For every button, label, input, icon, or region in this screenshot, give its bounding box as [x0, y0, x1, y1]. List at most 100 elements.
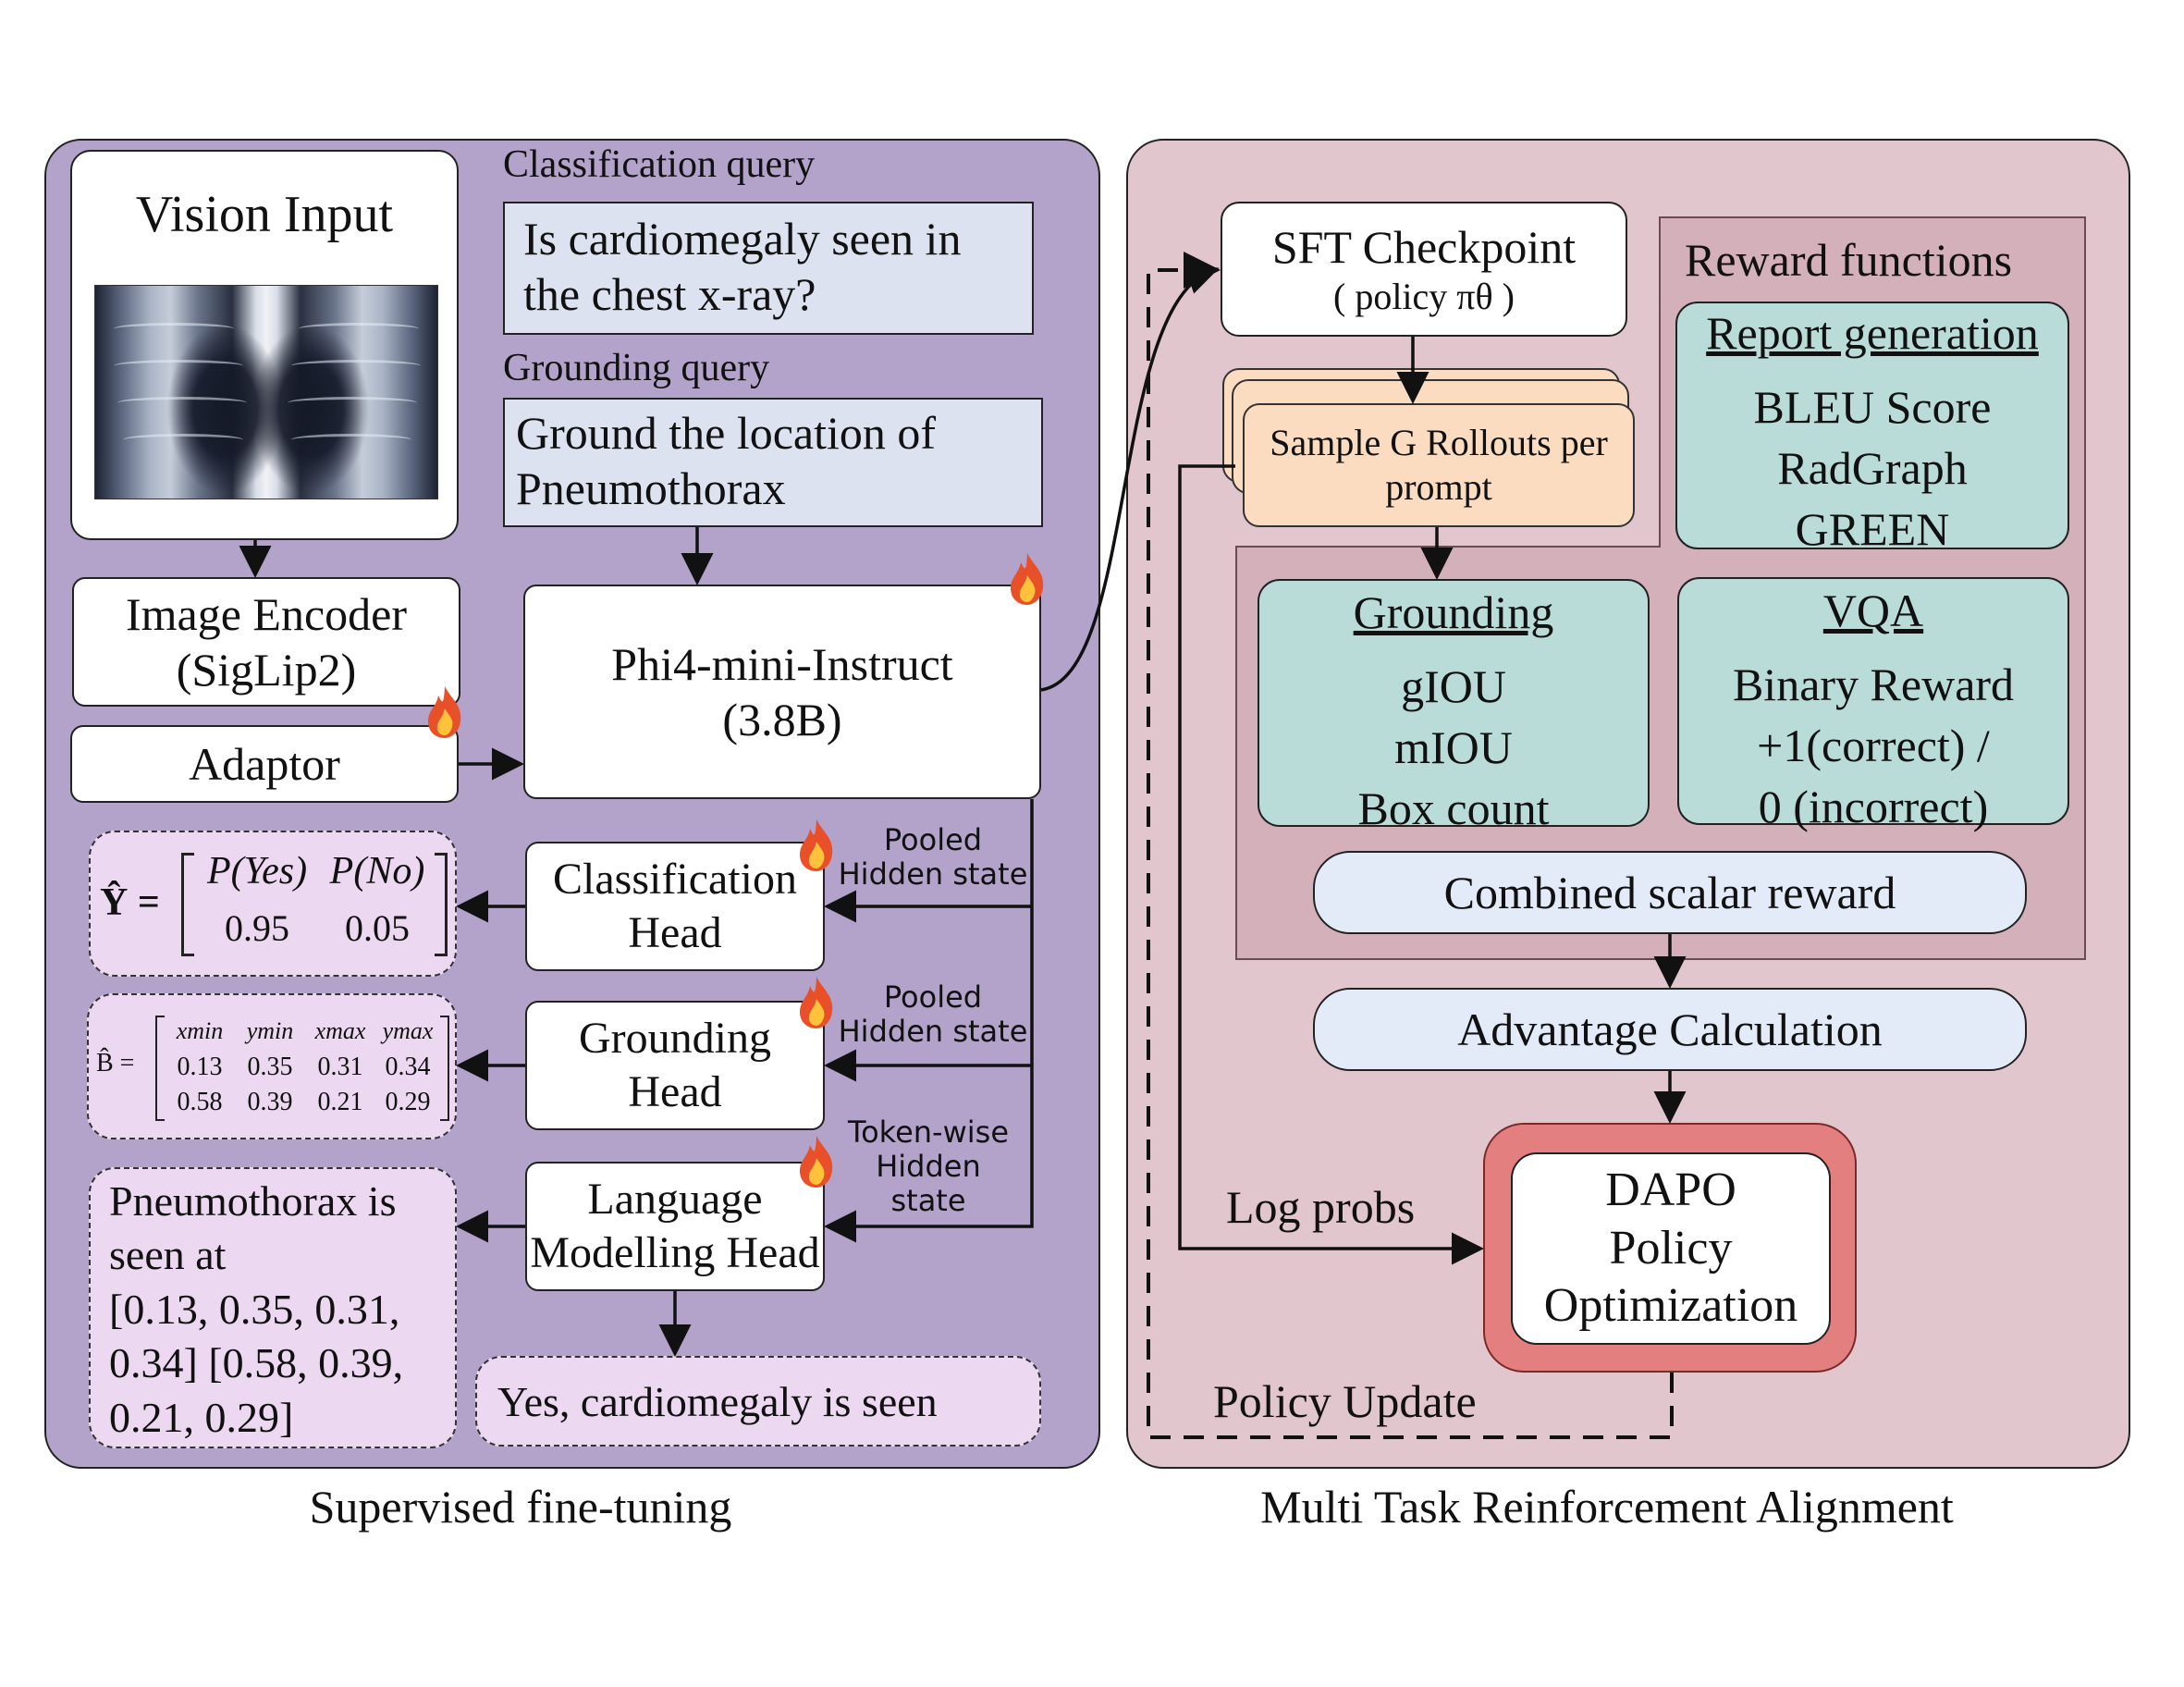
flame-icon-lm-head [800, 1136, 833, 1188]
pooled-hidden-label-2: Pooled Hidden state [838, 979, 1028, 1049]
dapo-line-3: Optimization [1543, 1279, 1798, 1333]
rollout-box: Sample G Rollouts per prompt [1243, 403, 1635, 527]
rl-caption: Multi Task Reinforcement Alignment [1260, 1481, 1954, 1533]
sft-checkpoint-box: SFT Checkpoint ( policy πθ ) [1221, 202, 1627, 337]
dapo-box: DAPO Policy Optimization [1511, 1152, 1831, 1345]
reward-functions-title: Reward functions [1685, 234, 2013, 286]
grounding-output-line-5: 0.21, 0.29] [109, 1393, 294, 1441]
classification-output-box: Ŷ = P(Yes) P(No) 0.95 0.05 [89, 831, 457, 977]
b-hat-r2c4: 0.29 [385, 1088, 431, 1116]
hidden-state-trunk [824, 799, 1034, 1243]
arrow-llm-to-sft-checkpoint [1040, 263, 1220, 692]
b-hat-bracket-right [440, 1016, 449, 1121]
grounding-head-line-1: Grounding [579, 1014, 771, 1064]
flame-icon-llm [1011, 553, 1044, 605]
y-hat-head-yes: P(Yes) [206, 850, 308, 893]
b-hat-head-ymax: ymax [382, 1017, 434, 1044]
b-hat-r1c1: 0.13 [177, 1053, 223, 1081]
b-hat-r2c2: 0.39 [247, 1088, 293, 1116]
grounding-output-line-1: Pneumothorax is [109, 1177, 397, 1225]
image-encoder-line-1: Image Encoder [125, 588, 407, 640]
report-generation-box: Report generation BLEU Score RadGraph GR… [1675, 302, 2069, 555]
report-item-green: GREEN [1795, 503, 1950, 555]
b-hat-bracket-left [155, 1016, 165, 1121]
token-wise-hidden-label: Token-wise Hidden state [847, 1114, 1009, 1218]
vqa-reward-box: VQA Binary Reward +1(correct) / 0 (incor… [1677, 577, 2069, 832]
y-hat-bracket-left [181, 853, 194, 956]
b-hat-head-xmax: xmax [314, 1017, 366, 1044]
grounding-item-box-count: Box count [1357, 782, 1550, 834]
advantage-calculation-label: Advantage Calculation [1457, 1004, 1883, 1055]
policy-update-label: Policy Update [1213, 1375, 1477, 1427]
rollout-line-2: prompt [1385, 466, 1492, 508]
grounding-query-line-1: Ground the location of [516, 407, 937, 459]
y-hat-head-no: P(No) [329, 850, 425, 893]
classification-query-line-1: Is cardiomegaly seen in [523, 213, 962, 265]
classification-query-box: Is cardiomegaly seen in the chest x-ray? [503, 202, 1034, 335]
vqa-output-box: Yes, cardiomegaly is seen [475, 1356, 1041, 1447]
log-probs-label: Log probs [1226, 1181, 1416, 1233]
grounding-output-matrix-box: B̂ = xmin ymin xmax ymax 0.13 0.35 0.31 … [87, 993, 457, 1139]
grounding-item-miou: mIOU [1394, 721, 1513, 773]
vqa-item-binary: Binary Reward [1732, 659, 2015, 710]
grounding-output-line-4: 0.34] [0.58, 0.39, [109, 1339, 404, 1387]
arrow-log-probs-to-dapo [1178, 464, 1484, 1265]
chest-xray-image [94, 285, 438, 499]
image-encoder-line-2: (SigLip2) [176, 644, 357, 696]
language-modelling-head-box: Language Modelling Head [525, 1162, 825, 1291]
sft-caption: Supervised fine-tuning [309, 1481, 732, 1533]
pooled-hidden-label-1: Pooled Hidden state [838, 822, 1028, 892]
grounding-query-label: Grounding query [503, 347, 770, 389]
vision-input-title: Vision Input [135, 186, 394, 243]
vqa-item-incorrect: 0 (incorrect) [1758, 781, 1989, 832]
grounding-text-output-box: Pneumothorax is seen at [0.13, 0.35, 0.3… [89, 1167, 457, 1448]
b-hat-r1c2: 0.35 [247, 1053, 293, 1081]
y-hat-val-no: 0.05 [345, 907, 410, 949]
y-hat-lhs: Ŷ = [100, 881, 160, 924]
flame-icon-adaptor [428, 686, 461, 738]
y-hat-bracket-right [435, 853, 448, 956]
grounding-reward-title: Grounding [1353, 586, 1554, 638]
dapo-line-2: Policy [1609, 1221, 1733, 1274]
llm-box: Phi4-mini-Instruct (3.8B) [523, 585, 1041, 799]
grounding-item-giou: gIOU [1401, 660, 1506, 712]
grounding-output-line-2: seen at [109, 1231, 227, 1279]
policy-label: ( policy πθ ) [1333, 276, 1515, 317]
report-item-bleu: BLEU Score [1753, 381, 1992, 433]
flame-icon-classification-head [800, 819, 833, 871]
lm-head-line-2: Modelling Head [530, 1228, 820, 1277]
adaptor-label: Adaptor [189, 738, 340, 790]
b-hat-r1c4: 0.34 [385, 1053, 431, 1081]
advantage-calculation-box: Advantage Calculation [1313, 988, 2027, 1071]
image-encoder-box: Image Encoder (SigLip2) [72, 577, 460, 707]
classification-head-line-1: Classification [553, 855, 797, 905]
reward-functions-region-seam [1235, 546, 1661, 548]
b-hat-lhs: B̂ = [96, 1049, 135, 1077]
report-generation-title: Report generation [1706, 307, 2039, 359]
vision-input-box: Vision Input [70, 150, 459, 540]
combined-reward-label: Combined scalar reward [1443, 867, 1896, 918]
vqa-reward-title: VQA [1822, 585, 1924, 636]
classification-query-label: Classification query [503, 143, 816, 186]
grounding-query-line-2: Pneumothorax [516, 462, 786, 514]
llm-line-1: Phi4-mini-Instruct [611, 638, 953, 690]
classification-head-line-2: Head [628, 908, 722, 957]
adaptor-box: Adaptor [70, 725, 459, 803]
combined-reward-box: Combined scalar reward [1313, 851, 2027, 934]
report-item-radgraph: RadGraph [1777, 442, 1968, 494]
b-hat-head-ymin: ymin [246, 1017, 294, 1044]
lm-head-line-1: Language [587, 1175, 763, 1225]
b-hat-r1c3: 0.31 [317, 1053, 363, 1081]
grounding-query-box: Ground the location of Pneumothorax [503, 398, 1043, 527]
grounding-head-line-2: Head [628, 1067, 722, 1116]
sft-checkpoint-title: SFT Checkpoint [1271, 221, 1577, 273]
dapo-line-1: DAPO [1605, 1164, 1736, 1217]
policy-update-loop [1147, 252, 1674, 1439]
grounding-reward-box: Grounding gIOU mIOU Box count [1258, 579, 1650, 834]
classification-query-line-2: the chest x-ray? [523, 268, 816, 320]
vqa-item-correct: +1(correct) / [1757, 720, 1990, 771]
vqa-output-text: Yes, cardiomegaly is seen [497, 1377, 938, 1425]
y-hat-val-yes: 0.95 [225, 907, 289, 949]
rollout-line-1: Sample G Rollouts per [1270, 422, 1608, 463]
